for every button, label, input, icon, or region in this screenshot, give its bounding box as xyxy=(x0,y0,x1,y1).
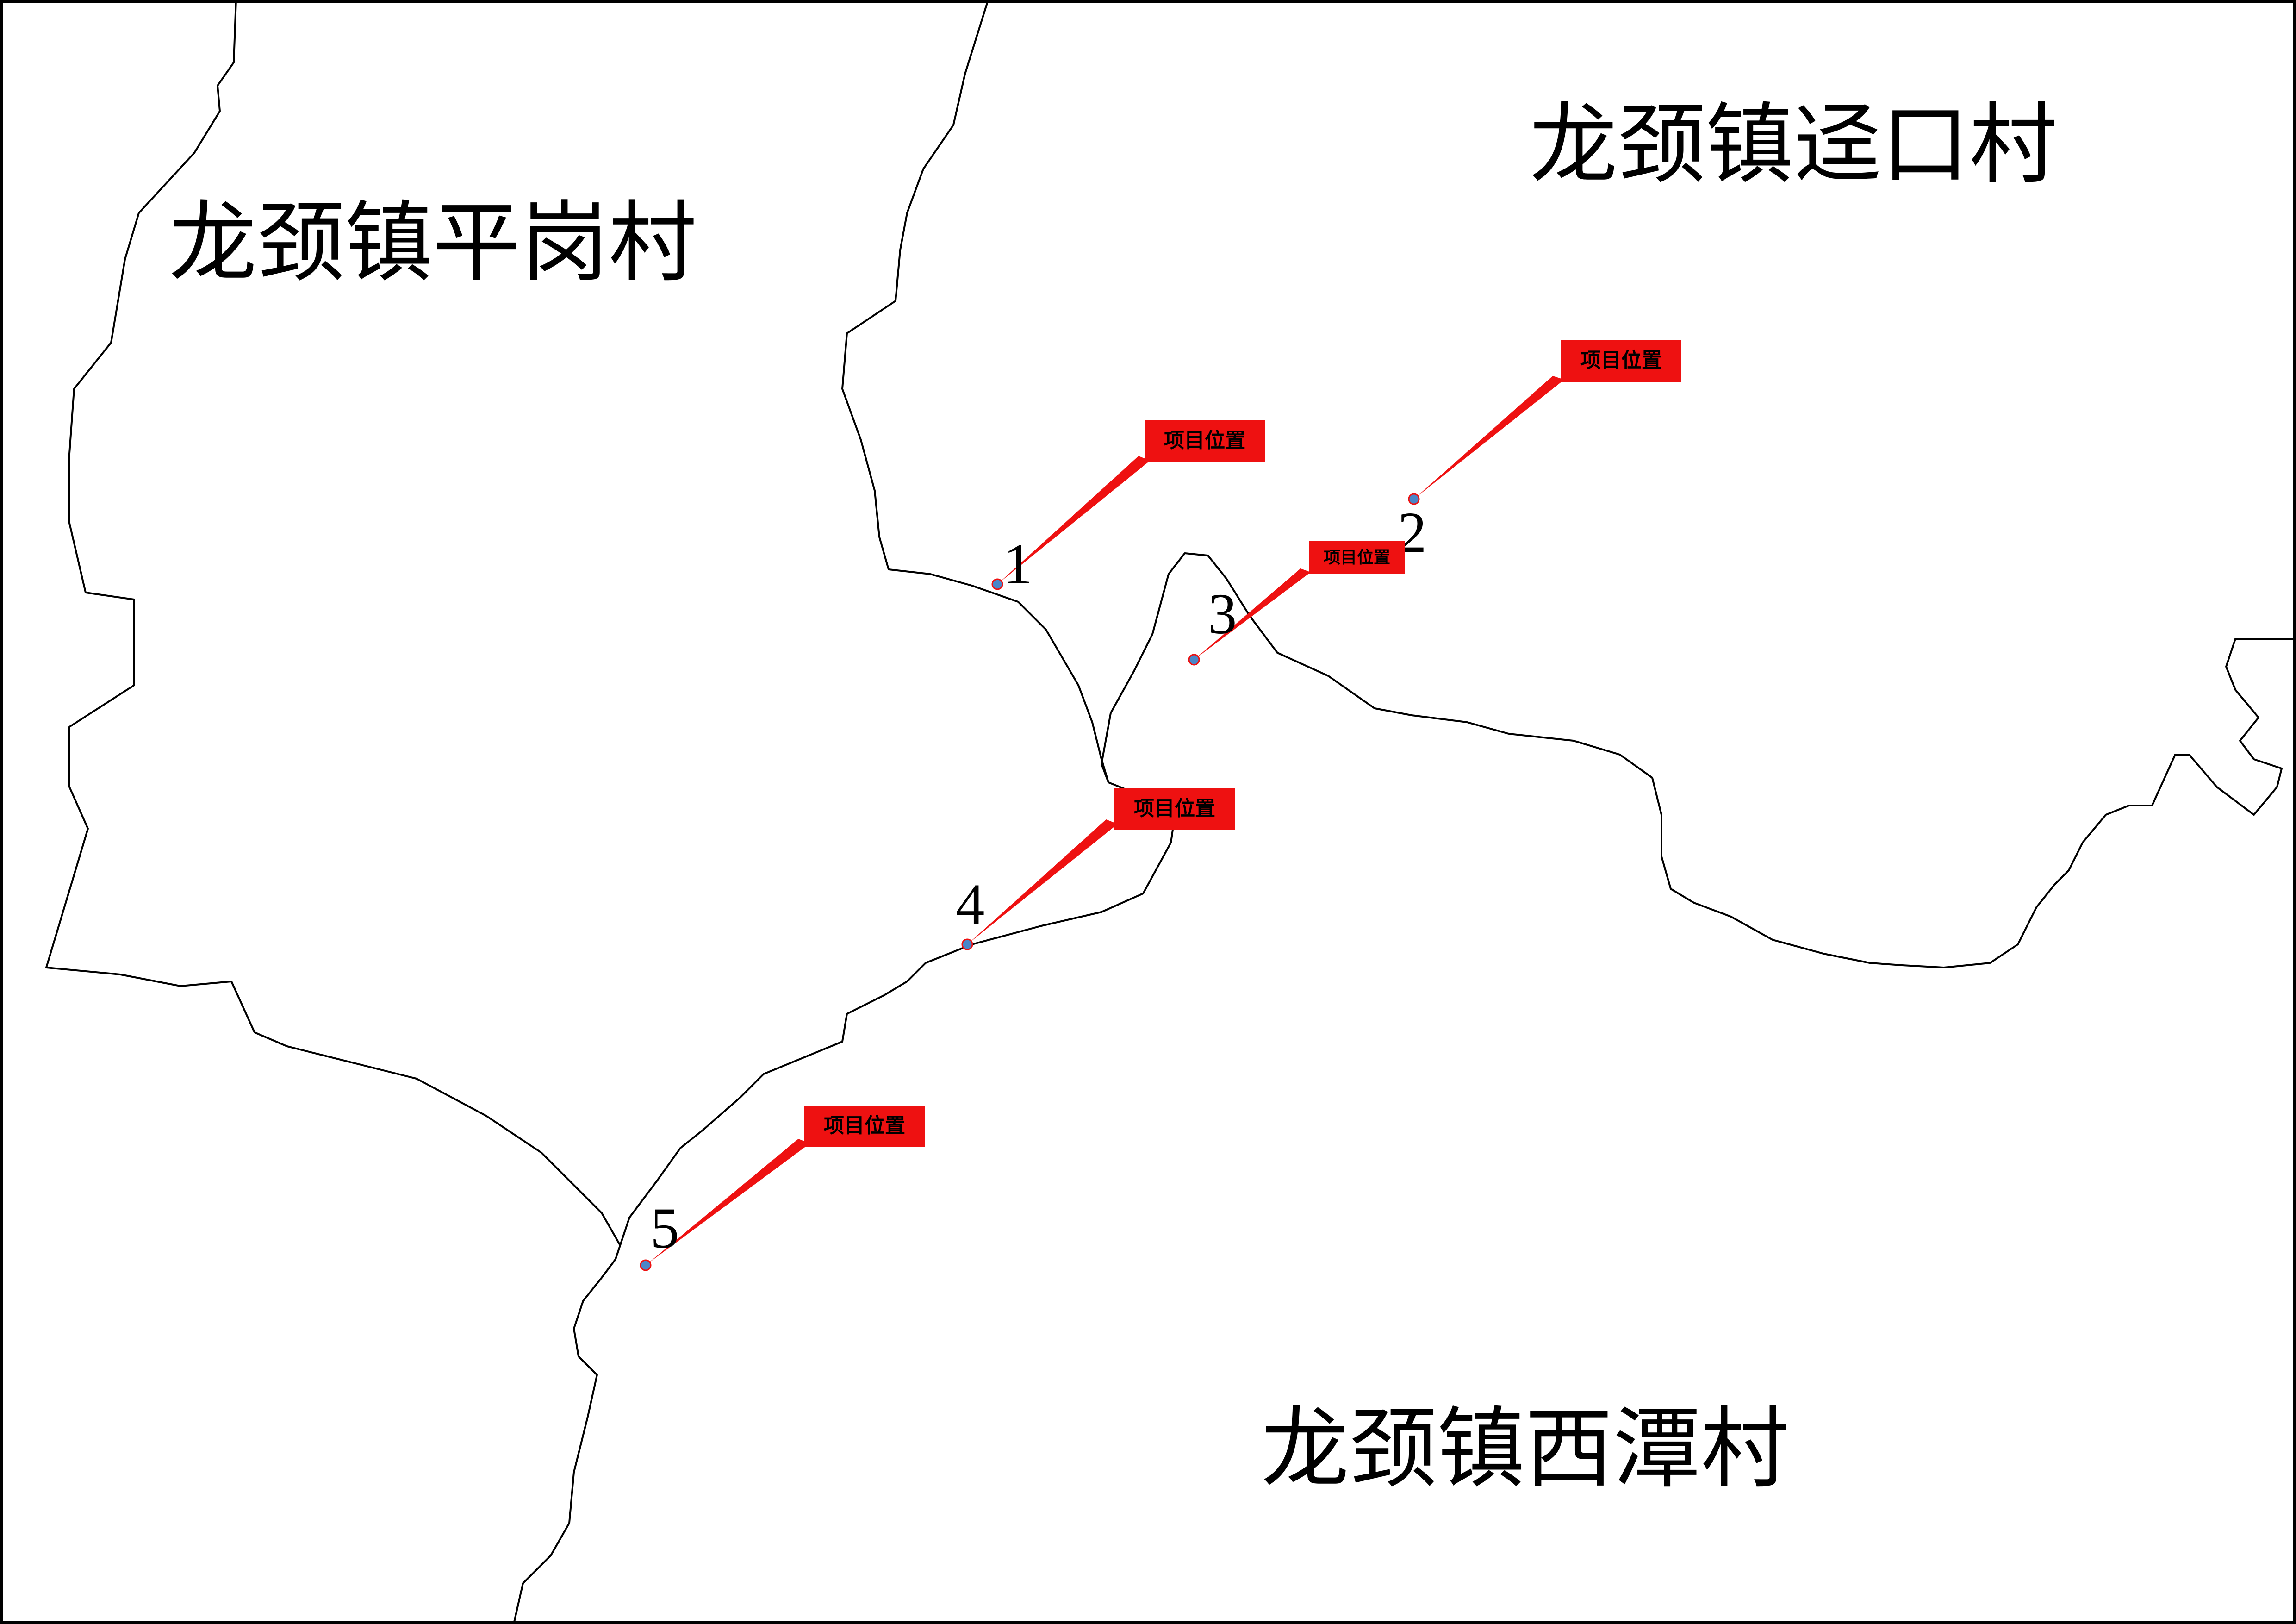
site-marker-1[interactable] xyxy=(991,578,1003,590)
site-marker-3[interactable] xyxy=(1188,654,1200,666)
callout-label-2: 项目位置 xyxy=(1580,349,1662,372)
callout-label-5: 项目位置 xyxy=(824,1114,905,1137)
region-label-pinggang: 龙颈镇平岗村 xyxy=(169,192,697,294)
region-label-xitan: 龙颈镇西潭村 xyxy=(1261,1398,1789,1500)
callout-box-4 xyxy=(1114,788,1235,830)
site-marker-5[interactable] xyxy=(640,1259,652,1271)
project-site-2[interactable]: 项目位置 2 xyxy=(1398,340,1681,565)
site-marker-4[interactable] xyxy=(961,938,973,950)
project-site-4[interactable]: 项目位置 4 xyxy=(956,788,1235,950)
callout-pointer-4 xyxy=(967,819,1118,944)
callout-box-2 xyxy=(1561,340,1681,382)
boundary-pinggang-west xyxy=(45,0,621,1246)
callout-box-5 xyxy=(804,1106,925,1147)
region-label-jingkou: 龙颈镇迳口村 xyxy=(1530,94,2057,196)
callout-box-1 xyxy=(1145,420,1265,462)
callout-pointer-2 xyxy=(1414,376,1564,499)
site-number-5: 5 xyxy=(650,1197,679,1261)
project-site-5[interactable]: 项目位置 5 xyxy=(640,1106,925,1271)
callout-pointer-1 xyxy=(997,456,1150,584)
callout-label-1: 项目位置 xyxy=(1164,429,1245,452)
project-site-1[interactable]: 项目位置 1 xyxy=(991,420,1265,596)
site-number-3: 3 xyxy=(1208,582,1237,646)
boundary-center-loop xyxy=(1101,552,2296,968)
site-marker-2[interactable] xyxy=(1408,493,1420,505)
boundary-pinggang-east xyxy=(841,0,1121,788)
callout-box-3 xyxy=(1309,541,1405,574)
callout-label-4: 项目位置 xyxy=(1134,797,1215,820)
boundary-southwest xyxy=(513,786,1176,1624)
callout-pointer-5 xyxy=(646,1139,810,1265)
project-site-3[interactable]: 项目位置 3 xyxy=(1188,541,1405,666)
callout-label-3: 项目位置 xyxy=(1324,548,1390,567)
site-number-1: 1 xyxy=(1003,532,1033,596)
callout-pointer-3 xyxy=(1194,568,1311,660)
site-number-4: 4 xyxy=(956,873,985,937)
